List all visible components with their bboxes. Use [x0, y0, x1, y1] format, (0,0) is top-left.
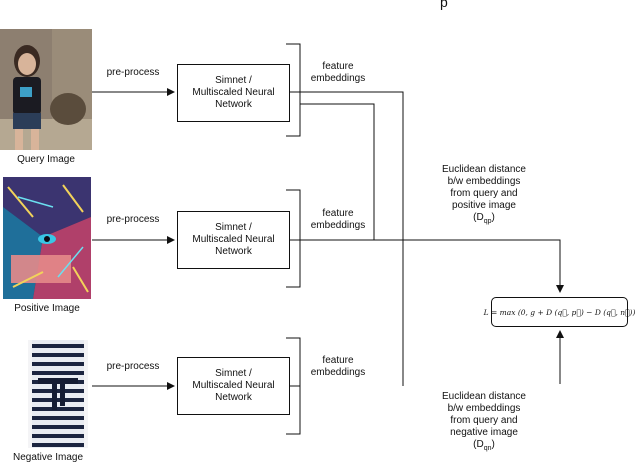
- network-line-2: Multiscaled Neural: [192, 234, 275, 245]
- network-line-1: Simnet /: [215, 75, 252, 86]
- feature-line-2: embeddings: [310, 73, 366, 84]
- feature-bracket-positive: [286, 189, 301, 288]
- query-image-caption: Query Image: [17, 154, 75, 165]
- feature-embeddings-label-query: feature embeddings: [303, 61, 373, 85]
- negative-image-caption: Negative Image: [12, 452, 84, 463]
- feature-line-1: feature: [322, 355, 354, 366]
- positive-image-caption: Positive Image: [14, 303, 80, 314]
- query-image: [0, 29, 92, 150]
- feature-line-1: feature: [322, 208, 354, 219]
- distance-qn-line-3: from query and: [450, 415, 518, 426]
- negative-image: [28, 340, 88, 448]
- triplet-loss-formula: L = max (0, g + D (q⃗, p⃗) − D (q⃗, n⃗)): [484, 297, 635, 327]
- distance-qn-line-4: negative image: [450, 427, 518, 438]
- distance-qp-line-1: Euclidean distance: [442, 164, 526, 175]
- distance-qp-symbol: (Dqp): [473, 212, 495, 225]
- distance-qn-symbol: (Dqn): [473, 439, 495, 452]
- preprocess-label-positive: pre-process: [106, 214, 160, 225]
- cropped-header-text: p: [440, 0, 448, 10]
- distance-qn-line-1: Euclidean distance: [442, 391, 526, 402]
- query-to-negative-branch: [300, 91, 404, 386]
- distance-qn-line-2: b/w embeddings: [447, 403, 521, 414]
- feature-bracket-negative: [286, 337, 301, 435]
- distance-qn-label: Euclidean distance b/w embeddings from q…: [419, 391, 549, 455]
- network-box-positive: Simnet / Multiscaled Neural Network: [177, 211, 290, 269]
- network-line-1: Simnet /: [215, 222, 252, 233]
- preprocess-label-negative: pre-process: [106, 361, 160, 372]
- preprocess-label-query: pre-process: [106, 67, 160, 78]
- network-box-query: Simnet / Multiscaled Neural Network: [177, 64, 290, 122]
- network-line-3: Network: [215, 99, 252, 110]
- network-line-3: Network: [215, 246, 252, 257]
- network-line-2: Multiscaled Neural: [192, 87, 275, 98]
- distance-qp-line-2: b/w embeddings: [447, 176, 521, 187]
- feature-embeddings-label-negative: feature embeddings: [303, 355, 373, 379]
- network-line-3: Network: [215, 392, 252, 403]
- feature-embeddings-label-positive: feature embeddings: [303, 208, 373, 232]
- feature-bracket-query: [286, 43, 301, 137]
- network-line-2: Multiscaled Neural: [192, 380, 275, 391]
- feature-line-1: feature: [322, 61, 354, 72]
- network-box-negative: Simnet / Multiscaled Neural Network: [177, 357, 290, 415]
- query-to-positive-branch: [300, 103, 375, 240]
- distance-qp-line-4: positive image: [452, 200, 516, 211]
- distance-qp-label: Euclidean distance b/w embeddings from q…: [419, 164, 549, 228]
- distance-qp-line-3: from query and: [450, 188, 518, 199]
- positive-image: [3, 177, 91, 299]
- feature-line-2: embeddings: [310, 367, 366, 378]
- positive-distance-arrow: [300, 239, 564, 293]
- feature-line-2: embeddings: [310, 220, 366, 231]
- network-line-1: Simnet /: [215, 368, 252, 379]
